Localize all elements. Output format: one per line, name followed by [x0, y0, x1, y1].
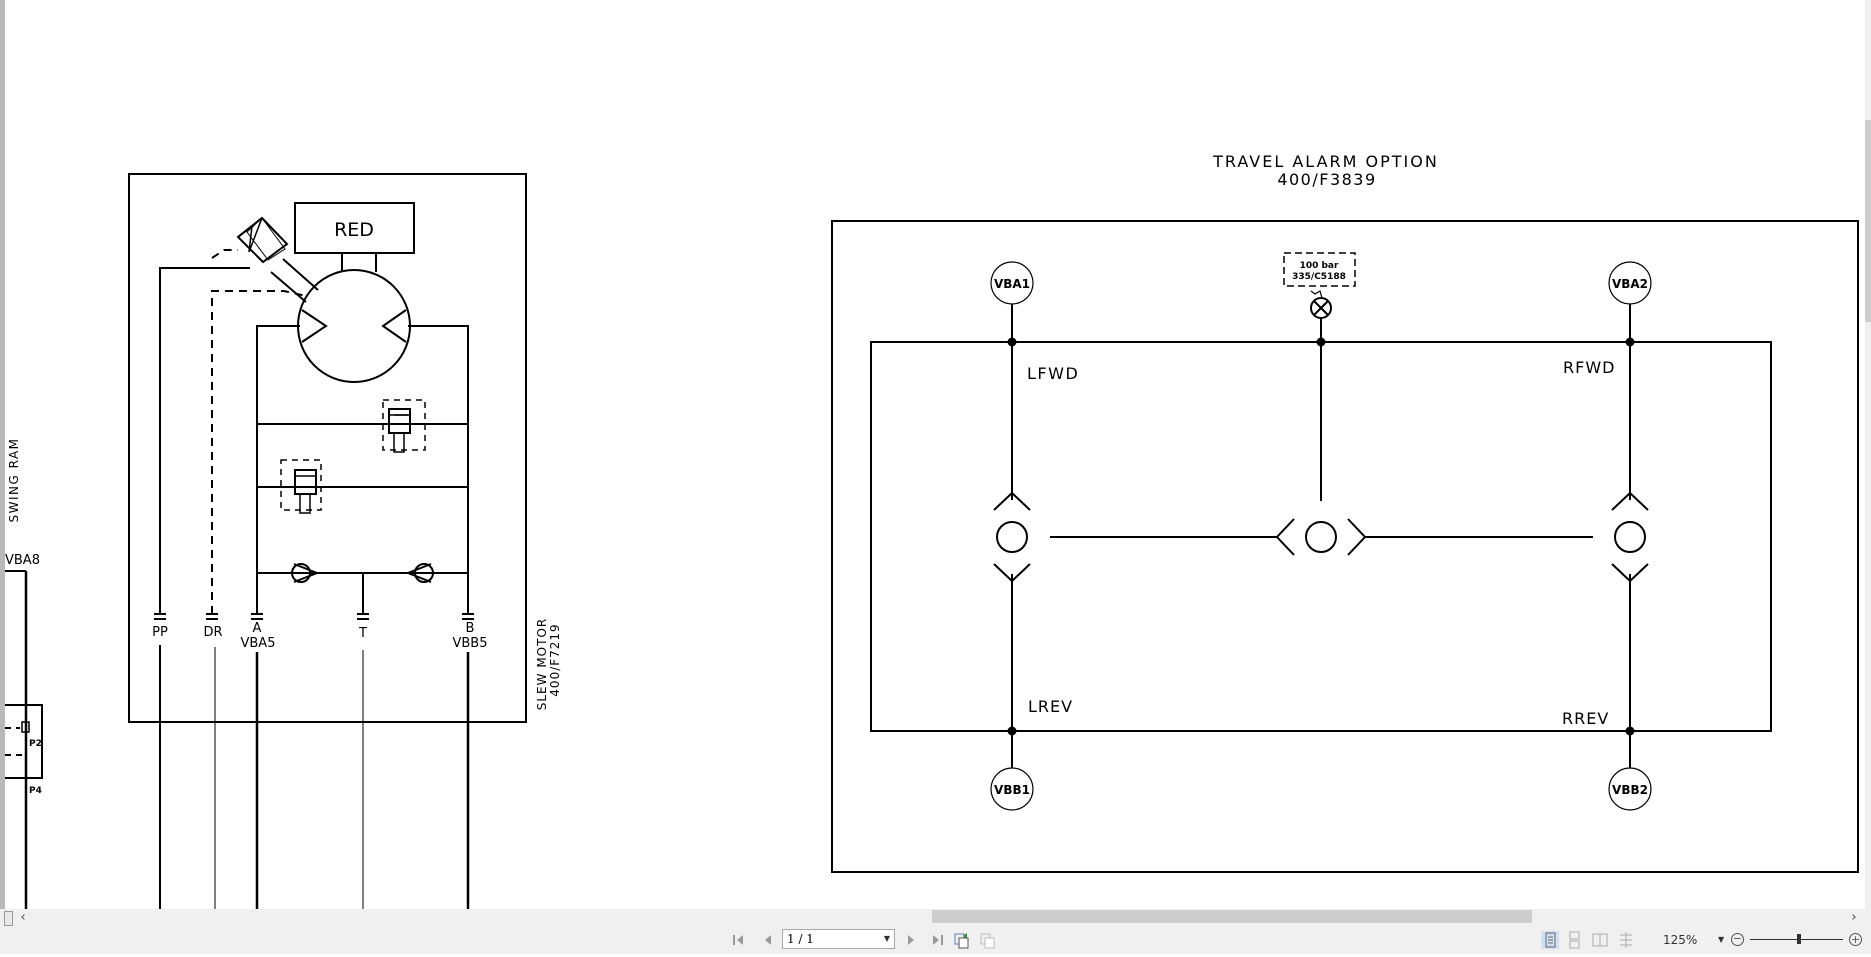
horizontal-scrollbar[interactable]: ‹ ›: [0, 909, 1871, 926]
continuous-page-icon: [1569, 931, 1580, 949]
first-page-button[interactable]: [730, 930, 748, 950]
zoom-out-button[interactable]: −: [1731, 932, 1744, 946]
node-vbb2: VBB2: [1612, 783, 1648, 797]
node-vbb1: VBB1: [994, 783, 1030, 797]
zoom-in-button[interactable]: +: [1849, 933, 1862, 946]
horizontal-scroll-thumb[interactable]: [932, 910, 1532, 923]
port-a-sub-label: VBA5: [241, 636, 276, 651]
port-dr-label: DR: [203, 625, 222, 640]
vba8-label: VBA8: [5, 553, 40, 568]
pressure-switch-label: 100 bar: [1300, 261, 1339, 271]
lfwd-label: LFWD: [1027, 364, 1079, 383]
facing-view-button[interactable]: [1591, 931, 1609, 949]
bottom-toolbar: 1 / 1 ▼ 125% ▼ − +: [0, 926, 1871, 954]
page-number-value: 1 / 1: [787, 932, 814, 946]
zoom-slider-thumb[interactable]: [1797, 934, 1801, 944]
port-pp-label: PP: [152, 625, 168, 640]
page-dropdown-arrow-icon[interactable]: ▼: [883, 934, 890, 943]
next-view-button[interactable]: [978, 930, 998, 950]
slew-motor-title: SLEW MOTOR: [535, 618, 549, 710]
travel-alarm-ref: 400/F3839: [1277, 170, 1376, 189]
p2-label: P2: [29, 739, 42, 749]
port-a-label: A: [253, 621, 262, 636]
scroll-right-button[interactable]: ›: [1851, 910, 1857, 925]
page-number-input[interactable]: 1 / 1 ▼: [782, 929, 895, 949]
first-page-icon: [733, 935, 743, 945]
zoom-slider-track[interactable]: [1750, 939, 1843, 940]
pressure-switch-ref: 335/C5188: [1292, 272, 1346, 282]
next-page-icon: [908, 935, 914, 945]
last-page-button[interactable]: [928, 930, 946, 950]
single-page-view-button[interactable]: [1541, 931, 1559, 949]
vertical-scrollbar[interactable]: [1865, 0, 1871, 909]
lrev-label: LREV: [1028, 697, 1073, 716]
single-page-icon: [1545, 932, 1556, 948]
vertical-scroll-thumb[interactable]: [1865, 120, 1871, 322]
zoom-level[interactable]: 125%: [1663, 933, 1698, 947]
port-b-sub-label: VBB5: [452, 636, 487, 651]
next-view-icon: [980, 933, 995, 949]
swing-ram-label: SWING RAM: [7, 437, 21, 522]
continuous-facing-view-button[interactable]: [1617, 931, 1635, 949]
document-viewport[interactable]: SWING RAM VBA8 P2 P4 RED PP DR A VBA5 T …: [0, 0, 1865, 909]
scroll-left-button[interactable]: ‹: [20, 910, 26, 925]
next-page-button[interactable]: [903, 930, 919, 950]
previous-view-icon: [954, 933, 969, 949]
swing-ram-partial: [5, 570, 43, 909]
port-b-label: B: [466, 621, 475, 636]
left-panel-edge: [0, 0, 5, 909]
rrev-label: RREV: [1562, 709, 1609, 728]
port-t-label: T: [358, 626, 367, 641]
node-vba1: VBA1: [994, 277, 1030, 291]
node-vba2: VBA2: [1612, 277, 1648, 291]
previous-view-button[interactable]: [952, 930, 972, 950]
zoom-dropdown-icon[interactable]: ▼: [1718, 935, 1725, 944]
travel-alarm-title: TRAVEL ALARM OPTION: [1212, 152, 1439, 171]
prev-page-button[interactable]: [760, 930, 776, 950]
continuous-view-button[interactable]: [1565, 931, 1583, 949]
reducer-label: RED: [334, 219, 374, 241]
schematic-drawing: SWING RAM VBA8 P2 P4 RED PP DR A VBA5 T …: [5, 152, 1859, 909]
travel-alarm-diagram: [831, 220, 1859, 873]
last-page-icon: [933, 935, 943, 945]
continuous-facing-icon: [1620, 932, 1632, 948]
slew-motor-box: [128, 173, 527, 909]
p4-label: P4: [29, 786, 42, 796]
scroll-corner: [4, 911, 13, 926]
facing-pages-icon: [1592, 933, 1608, 947]
prev-page-icon: [765, 935, 771, 945]
rfwd-label: RFWD: [1563, 358, 1615, 377]
slew-motor-ref: 400/F7219: [548, 623, 562, 696]
